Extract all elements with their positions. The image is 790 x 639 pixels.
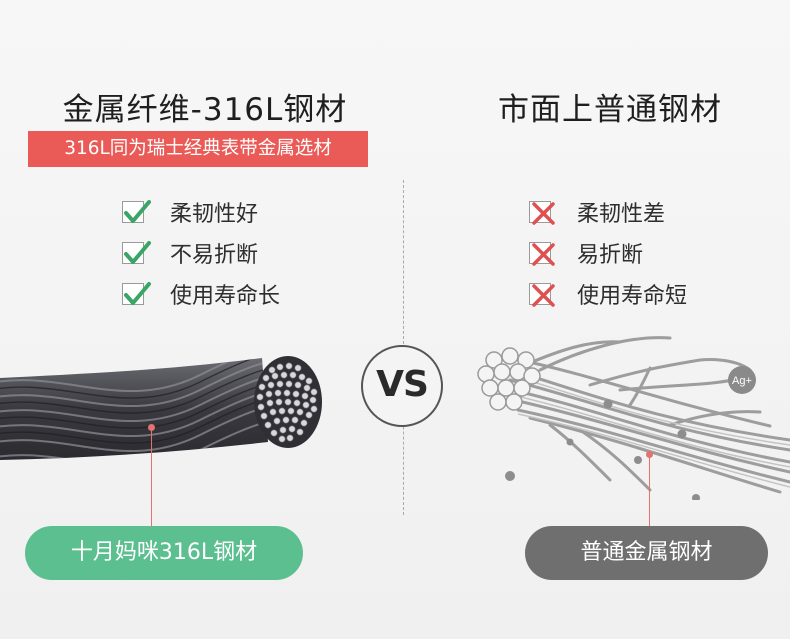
material-ribbon: 316L同为瑞士经典表带金属选材 xyxy=(28,131,368,167)
left-feature-3: 使用寿命长 xyxy=(122,280,281,309)
left-pointer-dot xyxy=(148,424,155,431)
silver-ion-label: Ag+ xyxy=(732,375,752,387)
right-feature-1: 柔韧性差 xyxy=(529,198,666,227)
cross-icon xyxy=(529,242,555,266)
cross-icon xyxy=(529,201,555,225)
left-feature-label: 使用寿命长 xyxy=(170,284,281,309)
silver-ion-badge: Ag+ xyxy=(728,366,756,394)
right-pointer-dot xyxy=(646,451,653,458)
right-feature-2: 易折断 xyxy=(529,239,644,268)
right-feature-label: 易折断 xyxy=(577,243,644,268)
check-icon xyxy=(122,200,151,223)
right-feature-label: 柔韧性差 xyxy=(577,202,666,227)
check-icon xyxy=(122,241,151,264)
right-feature-label: 使用寿命短 xyxy=(577,284,688,309)
cross-icon xyxy=(529,283,555,307)
right-material-label: 普通金属钢材 xyxy=(525,526,768,580)
right-feature-3: 使用寿命短 xyxy=(529,280,688,309)
check-icon xyxy=(122,282,151,305)
left-material-label: 十月妈咪316L钢材 xyxy=(25,526,303,580)
vs-badge: VS xyxy=(361,345,443,427)
left-feature-1: 柔韧性好 xyxy=(122,198,259,227)
left-feature-label: 柔韧性好 xyxy=(170,202,259,227)
left-feature-2: 不易折断 xyxy=(122,239,259,268)
frayed-fibers-illustration: Ag+ xyxy=(477,336,790,500)
left-title: 金属纤维-316L钢材 xyxy=(62,92,348,128)
right-pointer-line xyxy=(649,455,650,526)
steel-cable-illustration xyxy=(0,356,322,460)
left-pointer-line xyxy=(151,428,152,526)
right-title: 市面上普通钢材 xyxy=(498,92,722,128)
left-feature-label: 不易折断 xyxy=(170,243,259,268)
